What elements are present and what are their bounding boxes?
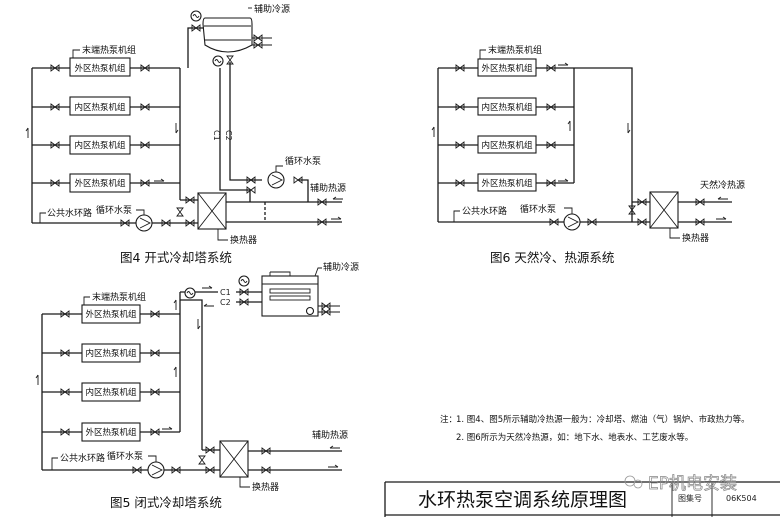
aux-heat-label: 辅助热源 — [312, 429, 348, 441]
common-loop-label: 公共水环路 — [60, 452, 105, 464]
figure-caption: 图6 天然冷、热源系统 — [490, 250, 614, 265]
title-block: 水环热泵空调系统原理图 图集号 06K504 EP机电安装 — [384, 474, 780, 517]
unit-row: 内区热泵机组 — [438, 135, 574, 154]
pump-icon — [305, 306, 315, 316]
aux-cold-label: 辅助冷源 — [323, 261, 359, 273]
heat-pump-unit — [81, 382, 141, 402]
notes-section: 注： 1. 图4、图5所示辅助冷热源一般为：冷却塔、燃油（气）锅炉、市政热力等。… — [440, 414, 750, 443]
heat-exchanger-icon — [219, 440, 249, 478]
atlas-label: 图集号 — [678, 493, 702, 503]
natural-source-label: 天然冷热源 — [700, 179, 745, 191]
unit-label: 外区热泵机组 — [481, 178, 533, 189]
pump-label: 循环水泵 — [520, 203, 556, 215]
unit-row: 外区热泵机组 — [438, 173, 574, 192]
unit-label: 外区热泵机组 — [481, 63, 533, 74]
circulation-pump-icon — [147, 461, 165, 479]
common-loop-label: 公共水环路 — [47, 207, 92, 219]
figure-5-closed-cooling-tower: 外区热泵机组 内区热泵机组 内区热泵机组 外区热泵机组 末端热泵机组 — [35, 261, 359, 510]
gauge-icon — [184, 287, 196, 299]
unit-row: 外区热泵机组 — [32, 57, 180, 77]
heat-exchanger-icon — [649, 191, 679, 229]
hx-label: 换热器 — [252, 481, 279, 493]
hx-label: 换热器 — [230, 234, 257, 246]
unit-row: 内区热泵机组 — [32, 135, 180, 155]
figure-4-open-cooling-tower: 外区热泵机组 内区热泵机组 内区热泵机组 外区热泵机组 末端热泵机组 公共水环 — [25, 3, 346, 265]
unit-row: 外区热泵机组 — [42, 422, 180, 442]
figure-caption: 图5 闭式冷却塔系统 — [110, 495, 222, 510]
heat-pump-unit — [477, 173, 537, 192]
gauge-icon — [190, 10, 202, 22]
unit-row: 内区热泵机组 — [438, 97, 574, 116]
unit-row: 外区热泵机组 — [42, 304, 180, 324]
pump-label: 循环水泵 — [96, 204, 132, 216]
unit-label: 内区热泵机组 — [74, 102, 126, 113]
heat-pump-unit — [81, 304, 141, 324]
open-cooling-tower-icon — [202, 17, 253, 53]
unit-row: 内区热泵机组 — [42, 343, 180, 363]
heat-pump-unit — [69, 173, 131, 193]
heat-pump-unit — [69, 96, 131, 116]
aux-pump-label: 循环水泵 — [285, 155, 321, 167]
atlas-number: 06K504 — [726, 494, 757, 503]
terminal-group-label: 末端热泵机组 — [488, 44, 542, 56]
drawing-title: 水环热泵空调系统原理图 — [418, 489, 627, 511]
heat-pump-unit — [69, 135, 131, 155]
unit-label: 内区热泵机组 — [481, 140, 533, 151]
unit-row: 内区热泵机组 — [32, 96, 180, 116]
note-item: 2. 图6所示为天然冷热源，如：地下水、地表水、工艺废水等。 — [456, 432, 693, 443]
pipe-c1-label: C1 — [212, 130, 221, 141]
terminal-group-label: 末端热泵机组 — [82, 44, 136, 56]
gauge-icon — [238, 275, 250, 287]
hx-label: 换热器 — [682, 232, 709, 244]
pipe-c1-label: C1 — [220, 288, 231, 297]
unit-label: 外区热泵机组 — [74, 63, 126, 74]
heat-pump-unit — [477, 135, 537, 154]
unit-label: 外区热泵机组 — [85, 427, 137, 438]
heat-pump-unit — [81, 422, 141, 442]
unit-label: 内区热泵机组 — [481, 102, 533, 113]
unit-row: 内区热泵机组 — [42, 382, 180, 402]
figure-caption: 图4 开式冷却塔系统 — [120, 250, 232, 265]
unit-row: 外区热泵机组 — [32, 173, 180, 193]
aux-heat-label: 辅助热源 — [310, 182, 346, 194]
heat-pump-unit — [81, 343, 141, 363]
unit-label: 外区热泵机组 — [74, 178, 126, 189]
pipe-c2-label: C2 — [220, 298, 231, 307]
figure-6-natural-source: 外区热泵机组 内区热泵机组 内区热泵机组 外区热泵机组 末端热泵机组 — [431, 44, 745, 265]
unit-label: 内区热泵机组 — [74, 140, 126, 151]
terminal-group-label: 末端热泵机组 — [92, 291, 146, 303]
note-item: 1. 图4、图5所示辅助冷热源一般为：冷却塔、燃油（气）锅炉、市政热力等。 — [456, 414, 750, 425]
heat-pump-unit — [69, 57, 131, 77]
unit-row: 外区热泵机组 — [438, 58, 574, 77]
circulation-pump-icon — [563, 213, 581, 231]
notes-prefix: 注： — [440, 414, 457, 425]
watermark-text: EP机电安装 — [648, 474, 737, 494]
heat-pump-unit — [477, 97, 537, 116]
pump-label: 循环水泵 — [107, 450, 143, 462]
watermark: EP机电安装 — [624, 474, 737, 494]
heat-exchanger-icon — [197, 192, 227, 230]
aux-cold-label: 辅助冷源 — [254, 3, 290, 15]
unit-label: 内区热泵机组 — [85, 387, 137, 398]
heat-pump-unit — [477, 58, 537, 77]
pipe-c2-label: C2 — [224, 130, 233, 141]
unit-label: 外区热泵机组 — [85, 309, 137, 320]
unit-label: 内区热泵机组 — [85, 348, 137, 359]
circulation-pump-icon — [135, 214, 153, 232]
wechat-icon — [624, 475, 636, 487]
common-loop-label: 公共水环路 — [462, 205, 507, 217]
gauge-icon — [212, 55, 224, 67]
